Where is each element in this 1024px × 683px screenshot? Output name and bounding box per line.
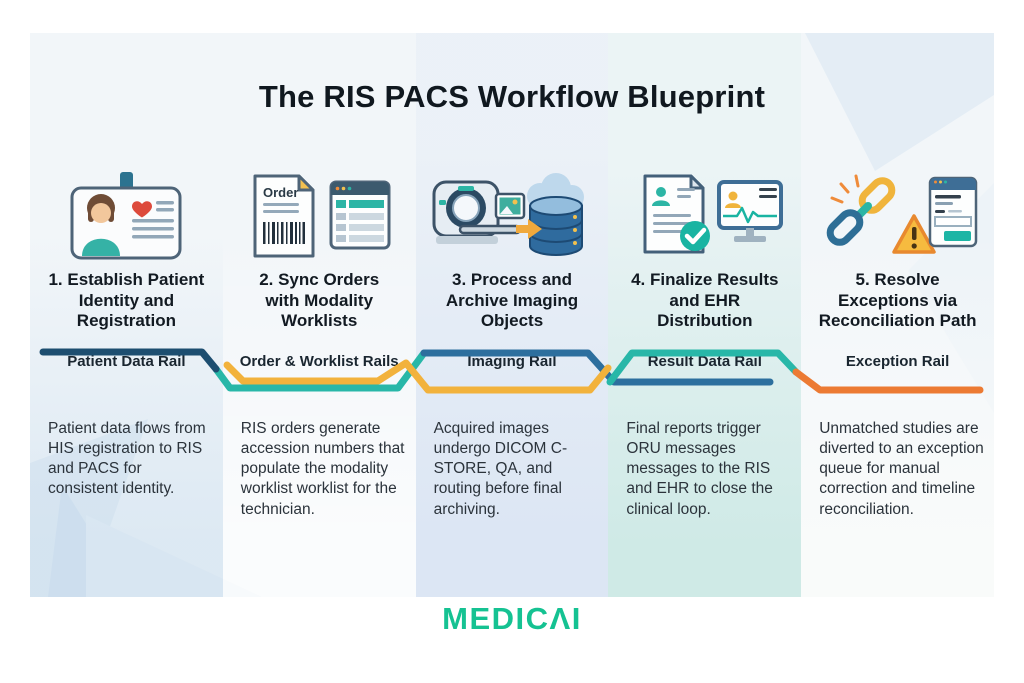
step-heading: 5. Resolve Exceptions via Reconciliation… xyxy=(818,270,977,331)
medicai-logo: MEDICΛI xyxy=(442,601,582,636)
mri-scanner-archive-icon xyxy=(416,169,609,267)
step-description: Final reports trigger ORU messages messa… xyxy=(626,420,773,518)
rail-navy-segment xyxy=(39,348,220,373)
rail-blue-segment xyxy=(420,349,774,386)
rail-label-order-worklist: Order & Worklist Rails xyxy=(239,353,399,370)
order-document-worklist-icon: Order xyxy=(223,169,416,267)
step-heading: 1. Establish Patient Identity and Regist… xyxy=(48,270,205,331)
step-description: Acquired images undergo DICOM C-STORE, Q… xyxy=(433,420,568,518)
broken-chain-exception-icon xyxy=(801,169,994,267)
step-heading: 2. Sync Orders with Modality Worklists xyxy=(259,270,380,331)
column-process-archive-imaging: 3. Process and Archive Imaging Objects I… xyxy=(415,33,609,597)
content-area: The RIS PACS Workflow Blueprint xyxy=(30,33,994,597)
report-check-ehr-monitor-icon xyxy=(608,169,801,267)
step-description: Unmatched studies are diverted to an exc… xyxy=(819,420,984,518)
column-establish-patient-identity: 1. Establish Patient Identity and Regist… xyxy=(30,33,223,597)
workflow-columns: 1. Establish Patient Identity and Regist… xyxy=(30,33,994,597)
column-sync-orders: Order xyxy=(222,33,416,597)
order-label: Order xyxy=(263,185,298,200)
step-description: Patient data flows from HIS registration… xyxy=(48,420,206,498)
step-heading: 4. Finalize Results and EHR Distribution xyxy=(631,270,779,331)
rail-teal-segment-b xyxy=(606,349,800,386)
rail-yellow-segment xyxy=(223,359,612,394)
rail-label-patient-data: Patient Data Rail xyxy=(67,353,186,370)
rail-orange-segment xyxy=(792,368,984,394)
step-heading: 3. Process and Archive Imaging Objects xyxy=(445,270,579,331)
rail-label-result-data: Result Data Rail xyxy=(647,353,762,370)
page-title: The RIS PACS Workflow Blueprint xyxy=(258,79,766,114)
workflow-rail-lines xyxy=(39,348,984,394)
rail-label-imaging: Imaging Rail xyxy=(467,353,557,370)
column-resolve-exceptions: 5. Resolve Exceptions via Reconciliation… xyxy=(801,33,994,597)
step-description: RIS orders generate accession numbers th… xyxy=(240,420,405,518)
column-finalize-results: 4. Finalize Results and EHR Distribution… xyxy=(608,33,802,597)
patient-id-badge-icon xyxy=(30,169,223,267)
rail-label-exception: Exception Rail xyxy=(845,353,950,370)
